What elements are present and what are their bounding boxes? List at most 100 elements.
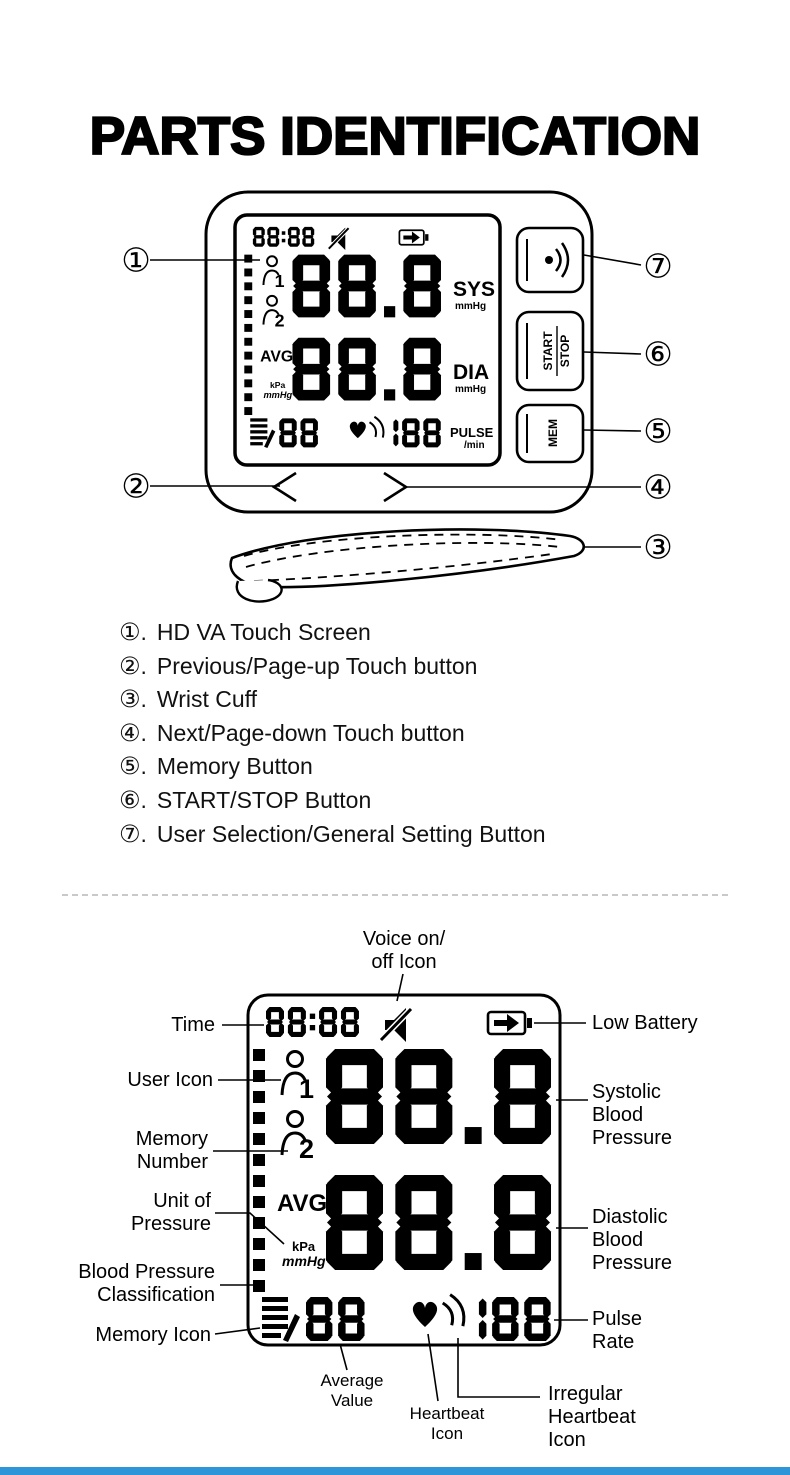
diastolic-display [326, 1175, 552, 1270]
callout-2: ② [121, 467, 151, 506]
time-display [266, 1007, 359, 1037]
pulse-display [393, 418, 441, 448]
pulse-unit-label: /min [464, 440, 485, 451]
label-memory-number: Memory Number [135, 1128, 208, 1173]
bp-classification-bars [253, 1049, 265, 1292]
parts-list-item-7: ⑦.User Selection/General Setting Button [119, 819, 546, 848]
label-unit-of-pressure: Unit of Pressure [130, 1190, 211, 1235]
callout-4: ④ [643, 468, 673, 507]
svg-text:MEM: MEM [546, 419, 560, 447]
dia-label: DIA [453, 361, 489, 384]
user1-icon: 1 [280, 1050, 314, 1104]
section-divider [62, 894, 728, 896]
user2-icon: 2 [262, 294, 285, 331]
label-time: Time [171, 1014, 215, 1036]
label-heartbeat-icon: Heartbeat Icon [409, 1404, 485, 1443]
voice-mute-icon [327, 226, 351, 251]
label-irregular-heartbeat: Irregular Heartbeat Icon [548, 1383, 636, 1451]
label-diastolic: Diastolic Blood Pressure [592, 1206, 673, 1274]
label-pulse-rate: Pulse Rate [592, 1308, 643, 1353]
parts-list-item-5: ⑤.Memory Button [119, 752, 313, 781]
svg-text:2: 2 [275, 311, 285, 331]
user1-icon: 1 [262, 255, 285, 291]
callout-5: ⑤ [643, 412, 673, 451]
next-chevron-icon [383, 471, 409, 503]
low-battery-icon [486, 1010, 532, 1036]
part-label: Wrist Cuff [156, 686, 258, 713]
callout-7: ⑦ [643, 247, 673, 286]
parts-list-item-3: ③.Wrist Cuff [119, 685, 258, 714]
callout-1: ① [121, 241, 151, 280]
time-display [252, 226, 315, 247]
label-average-value: Average Value [320, 1371, 384, 1410]
callout-line-7 [583, 254, 642, 266]
low-battery-icon [398, 229, 429, 246]
mmhg-unit: mmHg [263, 390, 292, 400]
callout-6: ⑥ [643, 335, 673, 374]
avg-indicator: AVG [260, 349, 293, 366]
sys-label: SYS [453, 278, 495, 301]
memory-button: MEM [515, 403, 585, 464]
memory-button-label: MEM [546, 419, 560, 447]
label-user-icon: User Icon [127, 1069, 213, 1091]
svg-text:STOP: STOP [558, 335, 572, 367]
part-label: Next/Page-down Touch button [156, 719, 465, 746]
kpa-unit: kPa [270, 380, 285, 390]
parts-list-item-1: ①.HD VA Touch Screen [119, 618, 371, 646]
previous-chevron-icon [271, 471, 297, 503]
heartbeat-icon [349, 421, 366, 439]
irregular-heartbeat-icon [368, 415, 385, 438]
leader-average-value [339, 1343, 348, 1371]
parts-list: ①.HD VA Touch Screen ②.Previous/Page-up … [119, 616, 546, 851]
memory-count-display [279, 418, 318, 448]
user-setting-button [515, 226, 585, 294]
irregular-heartbeat-icon [441, 1293, 466, 1327]
user-setting-icon [545, 242, 570, 278]
part-label: HD VA Touch Screen [156, 619, 371, 645]
label-systolic: Systolic Blood Pressure [592, 1081, 673, 1149]
label-memory-icon: Memory Icon [95, 1324, 211, 1346]
leader-unit-of-pressure [215, 1212, 285, 1245]
dia-unit-label: mmHg [455, 384, 486, 395]
bp-classification-bars [244, 254, 253, 416]
memory-count-display [306, 1297, 365, 1341]
diastolic-display [292, 337, 441, 401]
leader-memory-icon [214, 1327, 261, 1335]
leader-lines [213, 973, 588, 1402]
systolic-display [292, 254, 441, 318]
wrist-cuff [229, 528, 585, 603]
part-label: Previous/Page-up Touch button [156, 652, 478, 679]
pulse-display [478, 1297, 551, 1341]
kpa-unit: kPa [292, 1239, 316, 1254]
callout-3: ③ [643, 528, 673, 567]
label-bp-classification: Blood Pressure Classification [78, 1261, 215, 1306]
memory-icon [262, 1297, 300, 1342]
page-title: PARTS IDENTIFICATION [89, 105, 702, 166]
part-label: User Selection/General Setting Button [156, 820, 546, 847]
leader-irregular-heartbeat [457, 1338, 540, 1398]
mmhg-unit: mmHg [282, 1253, 326, 1269]
parts-list-item-6: ⑥.START/STOP Button [119, 785, 372, 814]
callout-line-5 [583, 429, 642, 432]
part-label: START/STOP Button [156, 786, 372, 813]
label-voice-icon: Voice on/ off Icon [362, 928, 446, 973]
svg-text:2: 2 [299, 1134, 314, 1164]
start-stop-button: START STOP [515, 310, 585, 392]
parts-list-item-4: ④.Next/Page-down Touch button [119, 718, 465, 747]
svg-text:1: 1 [299, 1074, 314, 1104]
lcd-border [246, 993, 562, 1347]
label-low-battery: Low Battery [592, 1012, 698, 1034]
leader-voice [396, 973, 404, 1002]
memory-icon [250, 418, 276, 449]
svg-text:START: START [541, 331, 555, 371]
callout-lines [150, 254, 642, 548]
callout-line-6 [583, 351, 642, 355]
user2-icon: 2 [280, 1110, 314, 1164]
pulse-label: PULSE [450, 425, 494, 440]
avg-indicator: AVG [277, 1190, 327, 1217]
sys-unit-label: mmHg [455, 301, 486, 312]
